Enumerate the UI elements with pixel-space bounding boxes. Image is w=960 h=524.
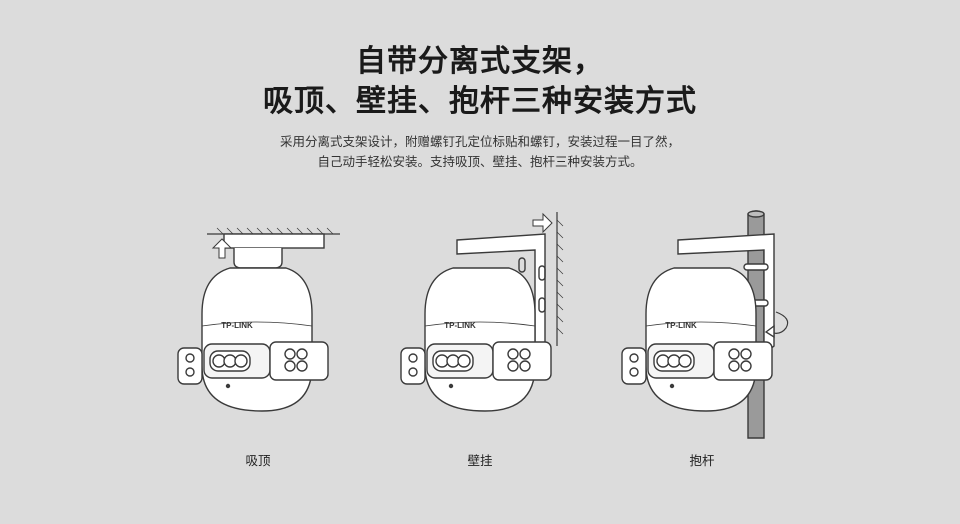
description: 采用分离式支架设计，附赠螺钉孔定位标贴和螺钉，安装过程一目了然， 自己动手轻松安… bbox=[0, 132, 960, 172]
headline-line-1: 自带分离式支架， bbox=[356, 44, 604, 79]
headline: 自带分离式支架， 吸顶、壁挂、抱杆三种安装方式 bbox=[0, 42, 960, 122]
pole-mount-illustration: TP-LINK bbox=[606, 206, 806, 446]
camera-wall-drawing: TP-LINK bbox=[400, 212, 564, 412]
ir-light-left bbox=[621, 347, 647, 385]
rotate-arrow-icon bbox=[769, 311, 789, 334]
caption-pole: 抱杆 bbox=[689, 453, 715, 468]
caption-ceiling: 吸顶 bbox=[245, 453, 271, 468]
ir-light-right bbox=[269, 341, 329, 381]
camera-body bbox=[424, 267, 536, 412]
ir-light-right bbox=[713, 341, 773, 381]
description-line-2: 自己动手轻松安装。支持吸顶、壁挂、抱杆三种安装方式。 bbox=[317, 154, 643, 169]
brand-logo: TP-LINK bbox=[444, 321, 476, 330]
description-line-1: 采用分离式支架设计，附赠螺钉孔定位标贴和螺钉，安装过程一目了然， bbox=[279, 134, 680, 149]
brand-logo: TP-LINK bbox=[665, 321, 697, 330]
ir-light-left bbox=[400, 347, 426, 385]
camera-ceiling-drawing: TP-LINK bbox=[177, 227, 340, 412]
ceiling-mount-illustration: TP-LINK bbox=[162, 206, 362, 446]
wall-mount-illustration: TP-LINK bbox=[385, 206, 585, 446]
camera-body bbox=[201, 267, 313, 412]
ir-light-left bbox=[177, 347, 203, 385]
ir-light-right bbox=[492, 341, 552, 381]
camera-body bbox=[645, 267, 757, 412]
arrow-up-icon bbox=[211, 238, 233, 259]
arrow-right-icon bbox=[532, 212, 553, 234]
ceiling-bracket bbox=[223, 233, 325, 249]
brand-logo: TP-LINK bbox=[221, 321, 253, 330]
wall-hatch bbox=[556, 219, 564, 335]
caption-wall: 壁挂 bbox=[467, 453, 493, 468]
ceiling-hatch bbox=[216, 227, 334, 235]
camera-pole-drawing: TP-LINK bbox=[621, 210, 789, 439]
headline-line-2: 吸顶、壁挂、抱杆三种安装方式 bbox=[263, 84, 697, 119]
